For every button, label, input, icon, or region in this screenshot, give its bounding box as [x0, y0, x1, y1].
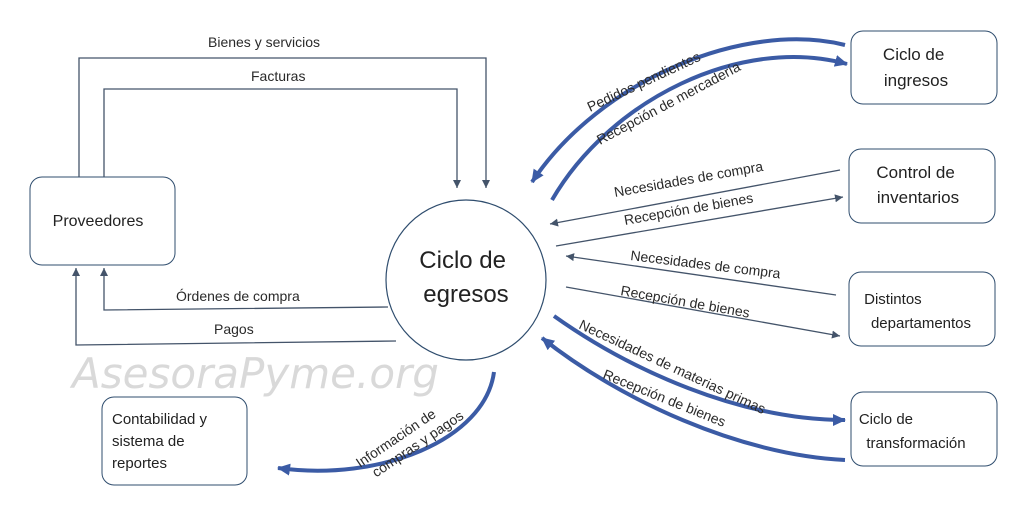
- dep-recepcion-arrow: [565, 286, 841, 339]
- contabilidad-line-3: reportes: [112, 455, 167, 472]
- recepcion-mercaderia-arrow: [550, 55, 848, 202]
- svg-text:Contabilidad y sistema d: Contabilidad y sistema de reportes: [112, 411, 211, 472]
- ciclo-transformacion-line-1: Ciclo de: [859, 411, 913, 428]
- svg-text:Ciclo de transformación: Ciclo de transformación: [859, 411, 966, 452]
- contabilidad-line-2: sistema de: [112, 433, 185, 450]
- distintos-departamentos-line-1: Distintos: [864, 291, 922, 308]
- center-node-line-2: egresos: [423, 281, 508, 308]
- ciclo-ingresos-line-1: Ciclo de: [883, 45, 944, 64]
- ordenes-compra-arrow: [100, 268, 389, 311]
- svg-text:Ciclo de ingresos: Ciclo de ingresos: [883, 45, 949, 90]
- proveedores-node: Proveedores: [29, 176, 176, 266]
- watermark-text: AsesoraPyme.org: [69, 349, 439, 398]
- pagos-arrow: [72, 268, 397, 346]
- contabilidad-line-1: Contabilidad y: [112, 411, 208, 428]
- ciclo-transformacion-line-2: transformación: [866, 435, 965, 452]
- facturas-arrow: [103, 88, 461, 188]
- control-inventarios-line-2: inventarios: [877, 188, 959, 207]
- bienes-servicios-arrow: [78, 57, 490, 188]
- inv-necesidades-arrow: [549, 169, 841, 227]
- ciclo-ingresos-line-2: ingresos: [884, 71, 948, 90]
- svg-text:Control de inventarios: Control de inventarios: [876, 163, 959, 207]
- pagos-label: Pagos: [214, 321, 254, 337]
- control-inventarios-node: Control de inventarios: [848, 148, 996, 224]
- facturas-label: Facturas: [251, 68, 305, 84]
- ordenes-compra-label: Órdenes de compra: [176, 288, 300, 304]
- ciclo-ingresos-node: Ciclo de ingresos: [850, 30, 998, 105]
- dep-necesidades-arrow: [565, 253, 837, 296]
- svg-text:Ciclo de egresos: Ciclo de egresos: [419, 247, 512, 308]
- proveedores-label: Proveedores: [53, 213, 144, 230]
- informacion-label: Información de compras y pagos: [353, 393, 466, 484]
- svg-text:Distintos departamentos: Distintos departamentos: [864, 291, 971, 332]
- distintos-departamentos-line-2: departamentos: [871, 315, 971, 332]
- materias-primas-arrow: [552, 314, 846, 426]
- inv-recepcion-arrow: [555, 194, 844, 247]
- informacion-arrow: [277, 371, 496, 476]
- center-node-line-1: Ciclo de: [419, 247, 506, 274]
- inv-recepcion-label: Recepción de bienes: [623, 189, 755, 227]
- trans-recepcion-arrow: [540, 336, 846, 462]
- dep-recepcion-label: Recepción de bienes: [619, 282, 751, 320]
- contabilidad-node: Contabilidad y sistema de reportes: [101, 396, 248, 486]
- distintos-departamentos-node: Distintos departamentos: [848, 271, 996, 347]
- ciclo-transformacion-node: Ciclo de transformación: [850, 391, 998, 467]
- pedidos-pendientes-arrow: [530, 37, 846, 184]
- control-inventarios-line-1: Control de: [876, 163, 954, 182]
- center-node: Ciclo de egresos: [385, 199, 547, 361]
- bienes-servicios-label: Bienes y servicios: [208, 34, 320, 50]
